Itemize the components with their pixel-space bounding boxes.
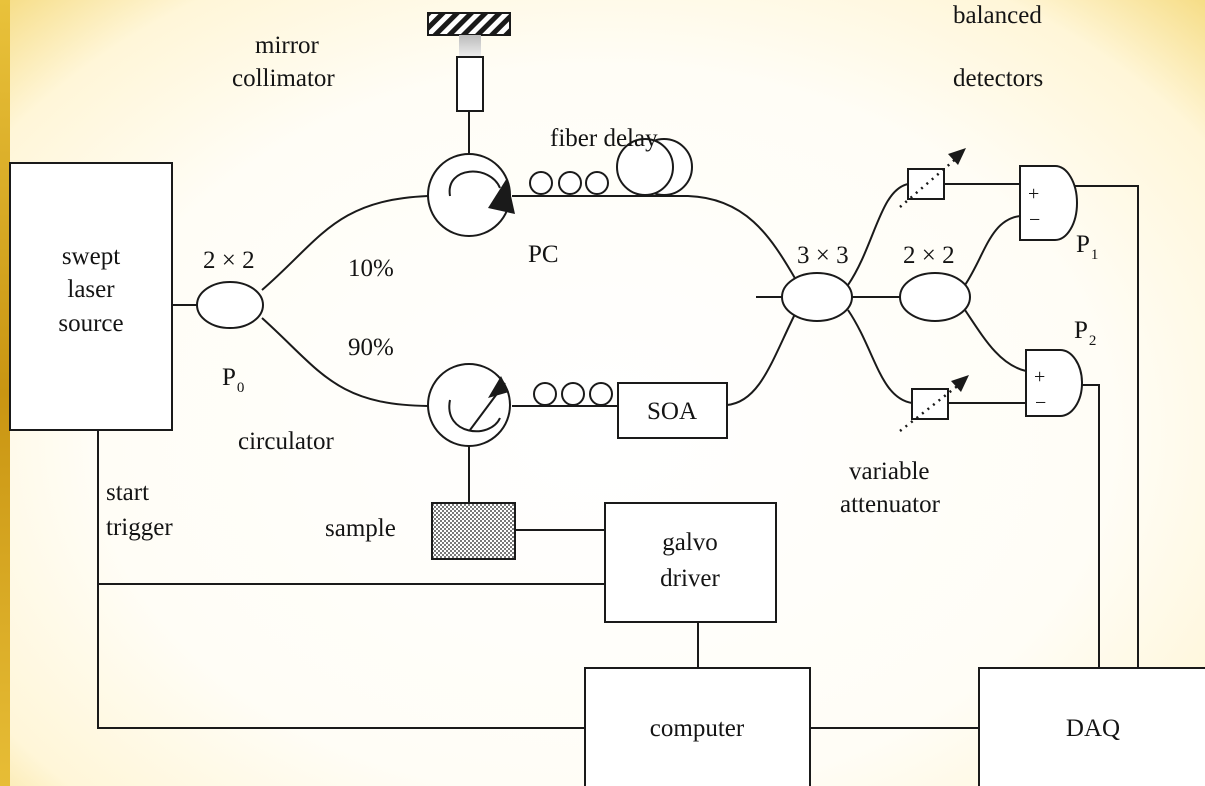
- collimator-beam: [459, 35, 481, 57]
- label-balanced: balanced: [953, 2, 1042, 29]
- circulator-sample: [427, 363, 511, 447]
- label-p2-minus: −: [1035, 392, 1046, 414]
- label-start: start: [106, 479, 149, 506]
- polarization-controller-sample: [533, 382, 613, 406]
- label-attenuator: attenuator: [840, 491, 941, 518]
- circulator-reference: [427, 153, 515, 237]
- label-circulator: circulator: [238, 428, 334, 455]
- coupler-2x2-right: [899, 272, 971, 322]
- label-mirror: mirror: [255, 32, 320, 59]
- swept-laser-source-box: [9, 162, 173, 431]
- label-source: source: [58, 310, 123, 337]
- label-swept: swept: [62, 243, 120, 270]
- label-p1-plus: +: [1028, 183, 1039, 205]
- label-soa: SOA: [647, 398, 697, 425]
- label-daq: DAQ: [1066, 715, 1120, 742]
- fiber-3x3-to-bottom-attenuator: [847, 309, 913, 404]
- fiber-soa-to-3x3: [726, 311, 797, 406]
- label-computer: computer: [650, 715, 745, 742]
- coupler-2x2-left: [196, 281, 264, 329]
- label-10-percent: 10%: [348, 255, 394, 282]
- fiber-2x2-to-p1: [964, 215, 1021, 286]
- daq-box: [978, 667, 1205, 786]
- computer-box: [584, 667, 811, 786]
- label-coupler-2x2-left: 2 × 2: [203, 247, 255, 274]
- fiber-3x3-to-top-attenuator: [847, 183, 909, 286]
- balanced-detector-p1: [1019, 165, 1078, 241]
- label-galvo: galvo: [662, 529, 718, 556]
- label-coupler-2x2-right: 2 × 2: [903, 242, 955, 269]
- label-90-percent: 90%: [348, 334, 394, 361]
- label-p2: P2: [1074, 317, 1096, 349]
- fiber-coupler-to-ref-circulator: [261, 195, 429, 291]
- fiber-2x2-to-p2: [964, 309, 1027, 372]
- label-pc: PC: [528, 241, 559, 268]
- galvo-driver-box: [604, 502, 777, 623]
- label-trigger: trigger: [106, 514, 173, 541]
- soa-box: [617, 382, 728, 439]
- fiber-ref-arm: [512, 195, 797, 281]
- label-p1-minus: −: [1029, 209, 1040, 231]
- label-sample: sample: [325, 515, 396, 542]
- fiber-coupler-to-sample-circulator: [261, 317, 429, 407]
- label-driver: driver: [660, 565, 720, 592]
- variable-attenuator-top: [899, 148, 966, 208]
- label-laser: laser: [67, 276, 115, 303]
- wire-p2-to-daq: [1062, 384, 1100, 668]
- collimator: [456, 56, 484, 112]
- variable-attenuator-bottom: [899, 375, 969, 432]
- label-variable: variable: [849, 458, 930, 485]
- label-detectors: detectors: [953, 65, 1043, 92]
- coupler-3x3: [781, 272, 853, 322]
- fiber-delay-spool: [616, 138, 693, 196]
- label-coupler-3x3: 3 × 3: [797, 242, 849, 269]
- balanced-detector-p2: [1025, 349, 1083, 417]
- sample: [431, 502, 516, 560]
- label-p1: P1: [1076, 231, 1098, 263]
- wire-start-trigger: [97, 430, 585, 729]
- gold-edge-decoration: [0, 0, 10, 786]
- polarization-controller-reference: [529, 171, 609, 195]
- label-p0: P0: [222, 364, 244, 396]
- label-p2-plus: +: [1034, 366, 1045, 388]
- label-collimator: collimator: [232, 65, 335, 92]
- mirror: [427, 12, 511, 36]
- label-fiber-delay: fiber delay: [550, 125, 658, 152]
- wire-p1-to-daq: [1055, 185, 1139, 668]
